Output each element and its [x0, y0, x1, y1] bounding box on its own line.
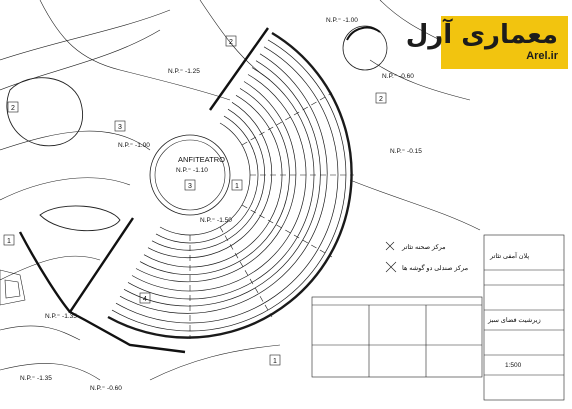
- seating-ring: [155, 115, 259, 244]
- logo-text: معماری آرل: [405, 20, 558, 50]
- zone-box: [114, 120, 126, 132]
- seating-ring: [139, 88, 290, 275]
- contour-line: [0, 130, 151, 151]
- titleblock-title: زیرشیت فضای سبز: [487, 316, 541, 324]
- titleblock-project: پلان آمفی تئاتر: [489, 250, 529, 260]
- zone-number: 1: [7, 238, 11, 245]
- zone-number: 2: [379, 96, 383, 103]
- detail-arc: [346, 26, 381, 41]
- amphitheatre-outline: [68, 217, 186, 354]
- level-label: N.P.⁼ -1.25: [168, 68, 200, 75]
- level-label: N.P.⁼ -1.35: [45, 313, 77, 320]
- titleblock-frame: [483, 234, 565, 401]
- contour-line: [0, 177, 131, 201]
- zone-number: 3: [118, 124, 122, 131]
- level-label: N.P.⁼ -0.60: [90, 385, 122, 392]
- stage-circle-inner: [154, 139, 226, 211]
- legend-icon-seat: [385, 261, 397, 273]
- zone-box: [225, 35, 237, 47]
- detail-circle: [342, 25, 388, 71]
- contour-line: [149, 344, 281, 381]
- zone-box: [269, 354, 281, 366]
- rock-outline: [6, 77, 84, 147]
- zone-box: [3, 234, 15, 246]
- legend-label: مرکز صندلی دو گوشه ها: [402, 263, 469, 272]
- level-label: N.P.⁼ -0.60: [382, 73, 414, 80]
- zone-box: [231, 179, 243, 191]
- rock-outline: [39, 205, 121, 232]
- paving-outline: [0, 269, 26, 306]
- amphitheatre-outline: [18, 231, 71, 313]
- zone-box: [375, 92, 387, 104]
- seating-ring: [143, 94, 283, 268]
- seating-ring: [131, 74, 307, 292]
- level-label: N.P.⁼ -1.00: [118, 142, 150, 149]
- contour-line: [379, 0, 441, 41]
- notes-table-frame: [311, 296, 483, 378]
- seating-ring: [115, 46, 339, 324]
- legend-icon-stage: [385, 241, 395, 251]
- level-label: N.P.⁼ -1.00: [326, 17, 358, 24]
- contour-line: [349, 179, 481, 231]
- zone-number: 3: [188, 183, 192, 190]
- aisle-line: [219, 226, 273, 318]
- level-label: N.P.⁼ -1.50: [200, 217, 232, 224]
- level-label: N.P.⁼ -0.15: [390, 148, 422, 155]
- contour-line: [0, 9, 171, 61]
- zone-number: 4: [143, 296, 147, 303]
- contour-line: [0, 325, 81, 341]
- zone-box: [7, 101, 19, 113]
- contour-line: [39, 0, 231, 101]
- zone-number: 1: [273, 358, 277, 365]
- zone-number: 1: [235, 183, 239, 190]
- seating-ring: [151, 108, 266, 251]
- center-level: N.P.⁼ -1.10: [176, 167, 208, 174]
- arel-logo: معماری آرل Arel.ir: [406, 16, 568, 69]
- aisle-line: [241, 92, 333, 146]
- amphitheatre-outline: [209, 27, 269, 111]
- legend-label: مرکز صحنه تئاتر: [401, 243, 446, 251]
- zone-number: 2: [229, 39, 233, 46]
- titleblock-scale: 1:500: [505, 362, 522, 369]
- paving-outline: [4, 279, 21, 299]
- zone-number: 2: [11, 105, 15, 112]
- seating-ring: [119, 53, 328, 314]
- center-label: ANFITEATRO: [178, 155, 225, 164]
- seating-ring: [147, 102, 273, 258]
- level-label: N.P.⁼ -1.35: [20, 375, 52, 382]
- aisle-line: [241, 204, 333, 258]
- zone-box: [139, 292, 151, 304]
- zone-box: [184, 179, 196, 191]
- seating-ring: [135, 81, 297, 283]
- contour-line: [0, 363, 101, 381]
- contour-line: [0, 255, 101, 281]
- contour-line: [369, 59, 471, 101]
- seating-ring: [107, 31, 353, 339]
- stage-circle-outer: [149, 134, 231, 216]
- logo-url: Arel.ir: [526, 50, 558, 62]
